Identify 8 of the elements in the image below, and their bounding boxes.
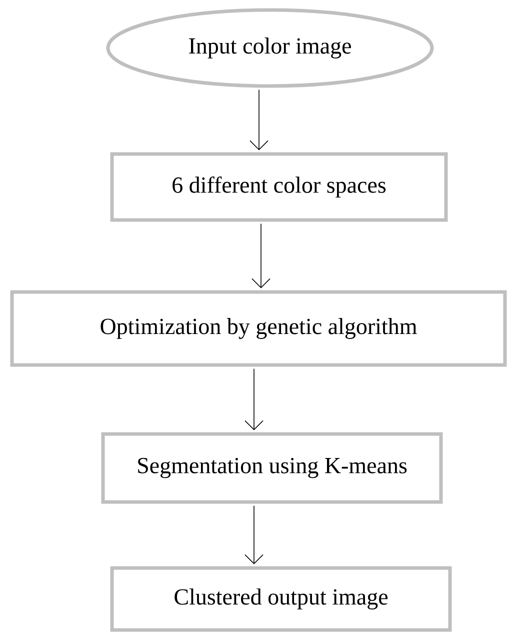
process-box: 6 different color spaces: [110, 152, 448, 222]
arrow: [252, 223, 270, 288]
process-box: Optimization by genetic algorithm: [10, 290, 507, 367]
process-box: Segmentation using K-means: [101, 432, 443, 504]
arrow: [244, 505, 264, 564]
arrow: [250, 89, 268, 150]
process-box: Clustered output image: [110, 566, 452, 632]
arrow: [244, 368, 264, 430]
